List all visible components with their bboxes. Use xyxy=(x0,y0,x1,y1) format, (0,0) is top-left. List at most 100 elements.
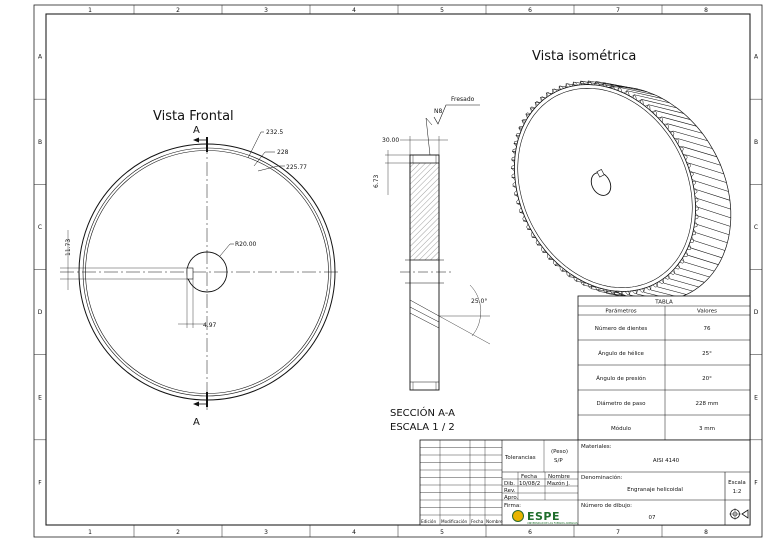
zone-row-label-B-left: B xyxy=(38,139,42,146)
fecha-label: Fecha xyxy=(521,474,537,480)
iso-tooth xyxy=(696,232,728,244)
table-header-param: Parámetros xyxy=(605,308,636,315)
table-value-2: 25° xyxy=(702,351,712,357)
section-scale: ESCALA 1 / 2 xyxy=(390,422,455,433)
angle-line xyxy=(438,315,491,345)
dim-30: 30.00 xyxy=(382,137,399,144)
revision-grid-rows xyxy=(420,447,502,516)
dib-label: Dib. xyxy=(504,481,515,487)
iso-tooth xyxy=(633,94,670,104)
finish-leader xyxy=(425,117,433,156)
apro-label: Apro. xyxy=(504,495,519,501)
dim-angle: 25.0° xyxy=(471,298,487,305)
zone-row-label-E-right: E xyxy=(754,394,758,401)
numero-value: 07 xyxy=(649,515,656,521)
table-value-3: 20° xyxy=(702,376,712,382)
zone-row-label-F-left: F xyxy=(38,479,42,486)
iso-tooth xyxy=(695,180,729,192)
iso-tooth xyxy=(674,273,705,283)
section-arrowhead-top xyxy=(193,137,199,143)
peso-value: S/P xyxy=(554,458,563,464)
dim-232-5: 232.5 xyxy=(266,129,283,136)
dim-225-77: 225.77 xyxy=(286,164,307,171)
materiales-label: Materiales: xyxy=(581,444,612,450)
espe-logo-subtext: UNIVERSIDAD DE LAS FUERZAS ARMADAS xyxy=(527,522,578,525)
iso-tooth xyxy=(698,198,731,210)
title-block-frame xyxy=(419,439,751,526)
iso-tooth xyxy=(611,84,648,93)
zone-col-label-2-top: 2 xyxy=(176,7,180,14)
denominacion-label: Denominación: xyxy=(581,474,623,481)
table-header-value: Valores xyxy=(697,309,717,315)
zone-row-label-C-right: C xyxy=(754,224,758,231)
zone-row-label-A-left: A xyxy=(38,54,43,61)
iso-tooth xyxy=(697,224,730,235)
zone-col-label-8-bottom: 8 xyxy=(704,529,708,536)
dib-fecha: 10/08/2 xyxy=(519,481,540,487)
peso-label: (Peso) xyxy=(551,449,568,455)
zone-col-label-2-bottom: 2 xyxy=(176,529,180,536)
iso-tooth-profile xyxy=(511,81,699,295)
espe-logo: ESPE UNIVERSIDAD DE LAS FUERZAS ARMADAS xyxy=(512,510,578,525)
leader-232-5 xyxy=(247,131,264,159)
tolerancias-label: Tolerancias xyxy=(504,455,536,461)
dim-11-73: 11.73 xyxy=(65,239,72,256)
helix-line-3 xyxy=(409,312,440,329)
iso-tooth xyxy=(661,116,697,127)
section-outline xyxy=(409,154,440,391)
leader-228 xyxy=(253,151,275,167)
iso-tooth xyxy=(648,104,684,114)
iso-tooth xyxy=(693,171,727,183)
iso-tooth xyxy=(678,138,713,149)
zone-row-label-E-left: E xyxy=(38,394,42,401)
nombre-label: Nombre xyxy=(548,474,570,480)
table-value-1: 76 xyxy=(704,326,711,332)
escala-label: Escala xyxy=(728,480,746,486)
espe-logo-text: ESPE xyxy=(527,510,560,523)
zone-col-label-6-bottom: 6 xyxy=(528,529,532,536)
iso-tooth xyxy=(697,189,730,201)
zone-col-label-5-top: 5 xyxy=(440,7,444,14)
iso-tooth xyxy=(663,282,693,292)
iso-tooth xyxy=(603,82,640,90)
projection-symbol-icon xyxy=(729,508,749,520)
table-param-2: Ángulo de hélice xyxy=(598,350,644,357)
table-param-3: Ángulo de presión xyxy=(596,375,646,382)
table-frame xyxy=(577,295,751,441)
iso-tooth xyxy=(686,154,721,166)
zone-col-label-3-top: 3 xyxy=(264,7,268,14)
rev-header-fecha: Fecha xyxy=(471,519,484,524)
zone-row-label-B-right: B xyxy=(754,139,758,146)
iso-tooth xyxy=(591,288,620,294)
dim-4-97: 4.97 xyxy=(203,322,217,329)
iso-bore xyxy=(590,172,612,196)
iso-tooth xyxy=(684,261,715,272)
iso-gear xyxy=(511,80,732,302)
zone-col-label-7-bottom: 7 xyxy=(616,529,620,536)
table-param-4: Diámetro de paso xyxy=(596,400,646,407)
dim-r20: R20.00 xyxy=(235,241,257,248)
zone-col-label-1-top: 1 xyxy=(88,7,92,14)
table-value-4: 228 mm xyxy=(696,401,719,407)
material-value: AISI 4140 xyxy=(653,458,680,464)
helix-line-2 xyxy=(409,306,440,323)
zone-col-label-7-top: 7 xyxy=(616,7,620,14)
section-title: SECCIÓN A-A xyxy=(390,406,455,419)
iso-tooth xyxy=(698,215,731,227)
zone-col-label-6-top: 6 xyxy=(528,7,532,14)
espe-emblem-icon xyxy=(512,510,524,522)
dim-228: 228 xyxy=(277,149,289,156)
iso-tooth xyxy=(667,123,703,134)
zone-col-label-8-top: 8 xyxy=(704,7,708,14)
table-param-1: Número de dientes xyxy=(595,325,648,332)
rev-header-edicion: Edición xyxy=(421,519,436,524)
zone-col-label-3-bottom: 3 xyxy=(264,529,268,536)
leader-225-77 xyxy=(257,165,285,172)
iso-keyway xyxy=(596,169,605,178)
iso-view-title: Vista isométrica xyxy=(532,49,636,64)
zone-row-label-C-left: C xyxy=(38,224,42,231)
zone-row-label-F-right: F xyxy=(754,479,758,486)
zone-col-label-4-bottom: 4 xyxy=(352,529,356,536)
finish-symbol-value: N8 xyxy=(434,108,442,115)
iso-tooth xyxy=(672,130,708,142)
